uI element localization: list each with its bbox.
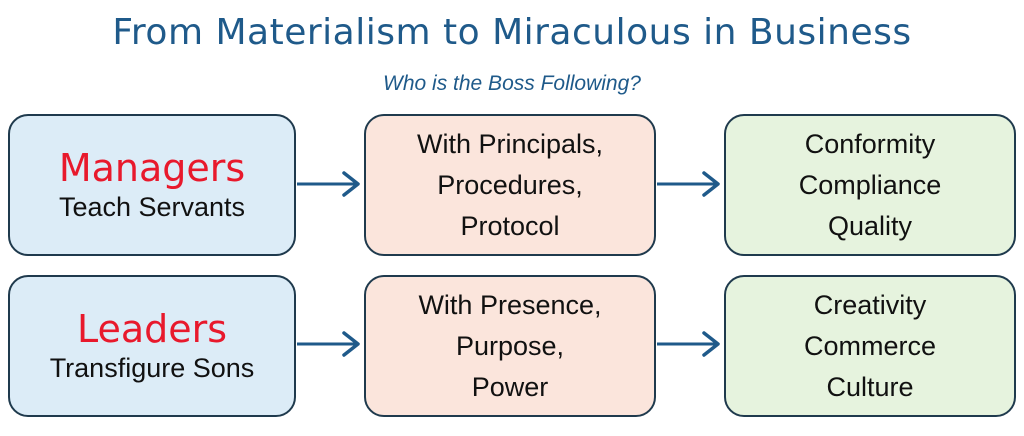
managers-label: Managers <box>58 145 246 190</box>
leaders-means-line-2: Purpose, <box>455 330 565 361</box>
leaders-outcome-3: Culture <box>826 371 914 402</box>
managers-means-line-2: Procedures, <box>437 169 583 200</box>
leaders-means-box: With Presence, Purpose, Power <box>364 275 656 417</box>
leaders-means-line-3: Power <box>471 371 549 402</box>
leaders-description: Transfigure Sons <box>49 352 255 383</box>
leaders-means-line-1: With Presence, <box>418 289 602 320</box>
leaders-outcome-1: Creativity <box>813 289 927 320</box>
page-title: From Materialism to Miraculous in Busine… <box>112 12 912 53</box>
managers-means-line-1: With Principals, <box>416 128 604 159</box>
managers-means-box: With Principals, Procedures, Protocol <box>364 114 656 256</box>
leaders-outcome-2: Commerce <box>803 330 937 361</box>
managers-outcome-3: Quality <box>827 210 913 241</box>
arrow-means-to-outcomes-1 <box>657 171 720 197</box>
managers-box: Managers Teach Servants <box>8 114 296 256</box>
managers-outcome-2: Compliance <box>798 169 942 200</box>
managers-description: Teach Servants <box>58 191 246 222</box>
managers-outcome-1: Conformity <box>804 128 936 159</box>
page-subtitle: Who is the Boss Following? <box>383 72 641 95</box>
leaders-outcomes-box: Creativity Commerce Culture <box>724 275 1016 417</box>
arrow-leaders-to-means <box>297 331 360 357</box>
leaders-box: Leaders Transfigure Sons <box>8 275 296 417</box>
arrow-means-to-outcomes-2 <box>657 331 720 357</box>
leaders-label: Leaders <box>76 306 228 351</box>
managers-outcomes-box: Conformity Compliance Quality <box>724 114 1016 256</box>
arrow-managers-to-means <box>297 171 360 197</box>
managers-means-line-3: Protocol <box>460 210 560 241</box>
